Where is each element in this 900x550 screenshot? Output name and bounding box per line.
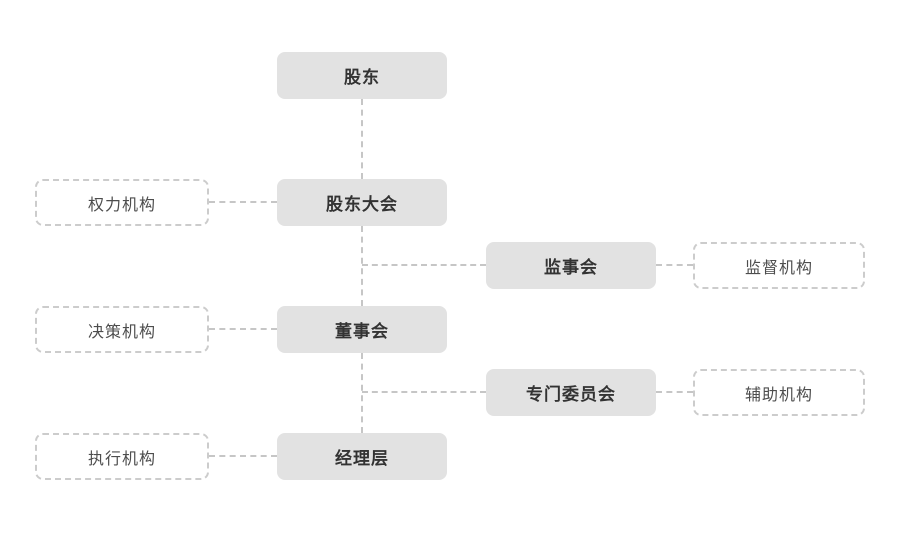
connector-supervisory-to-supervision (656, 264, 693, 266)
connector-board-to-management (361, 353, 363, 433)
node-shareholders: 股东 (277, 52, 447, 99)
node-decision-organ: 决策机构 (35, 306, 209, 353)
node-shareholders-meeting: 股东大会 (277, 179, 447, 226)
connector-meeting-to-board (361, 226, 363, 306)
connector-power-to-meeting (209, 201, 277, 203)
node-executive-organ: 执行机构 (35, 433, 209, 480)
node-auxiliary-organ: 辅助机构 (693, 369, 865, 416)
node-power-organ: 权力机构 (35, 179, 209, 226)
connector-decision-to-board (209, 328, 277, 330)
connector-branch-to-supervisory-board (362, 264, 486, 266)
connector-branch-to-special-committees (362, 391, 486, 393)
node-management: 经理层 (277, 433, 447, 480)
connector-committees-to-auxiliary (656, 391, 693, 393)
node-supervisory-board: 监事会 (486, 242, 656, 289)
node-board-of-directors: 董事会 (277, 306, 447, 353)
connector-executive-to-management (209, 455, 277, 457)
connector-shareholders-to-meeting (361, 99, 363, 179)
node-supervision-organ: 监督机构 (693, 242, 865, 289)
node-special-committees: 专门委员会 (486, 369, 656, 416)
